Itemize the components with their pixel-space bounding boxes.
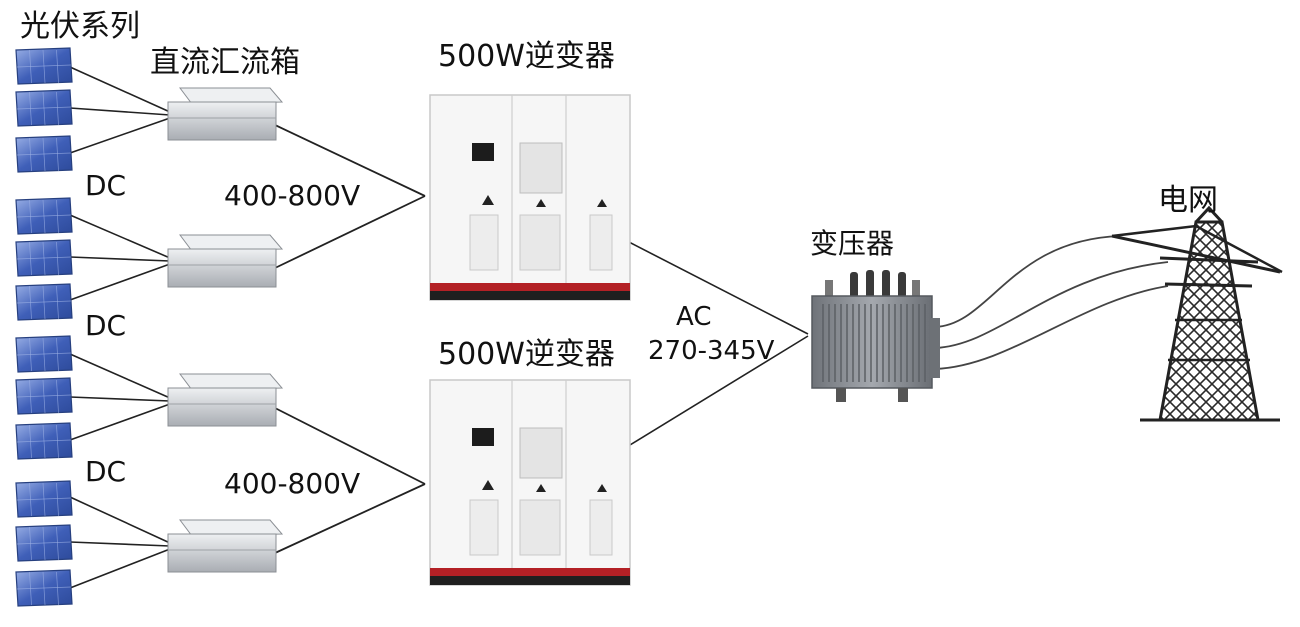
dc-combiner-box-icon [167, 519, 284, 573]
solar-panel-icon [15, 480, 73, 518]
dc-combiner-box-icon [167, 87, 284, 573]
ac-voltage-label: 270-345V [648, 336, 775, 366]
solar-panel-icon [15, 377, 73, 415]
pv-series-label: 光伏系列 [20, 9, 140, 44]
combiner-label: 直流汇流箱 [150, 45, 300, 80]
solar-panel-icon [15, 89, 73, 127]
inverter-bottom-label: 500W逆变器 [438, 337, 615, 372]
grid-wires [934, 235, 1169, 370]
solar-panel-icon [15, 524, 73, 562]
solar-panel-icon [15, 569, 73, 607]
dc-voltage-top-label: 400-800V [224, 179, 361, 212]
dc-combiner-box-icon [167, 87, 284, 141]
dc-label-1: DC [85, 169, 127, 202]
inverter-top-label: 500W逆变器 [438, 39, 615, 74]
solar-panel-icon [15, 335, 73, 373]
solar-panel-icon [15, 283, 73, 321]
solar-panel-icon [15, 239, 73, 277]
ac-wires [624, 239, 809, 449]
grid-label: 电网 [1158, 183, 1218, 218]
dc-label-3: DC [85, 455, 127, 488]
inverter-cabinet-icon [429, 379, 631, 586]
solar-panel-icon [15, 135, 73, 173]
transmission-tower-icon [1111, 205, 1283, 422]
transformer-icon [811, 270, 940, 402]
dc-combiner-box-icon [167, 373, 284, 427]
transformer-label: 变压器 [810, 227, 895, 260]
dc-label-2: DC [85, 309, 127, 342]
inverter-cabinet-icon [429, 94, 631, 301]
solar-panel-icon [15, 47, 73, 85]
solar-panel-icon [15, 47, 73, 607]
ac-label: AC [676, 302, 712, 332]
dc-voltage-bottom-label: 400-800V [224, 467, 361, 500]
solar-panel-icon [15, 197, 73, 235]
dc-combiner-box-icon [167, 234, 284, 288]
inverter-cabinet-icon [429, 94, 631, 586]
solar-panel-icon [15, 422, 73, 460]
dc-wires-combiners [274, 124, 426, 554]
dc-wires-panels [69, 66, 171, 589]
